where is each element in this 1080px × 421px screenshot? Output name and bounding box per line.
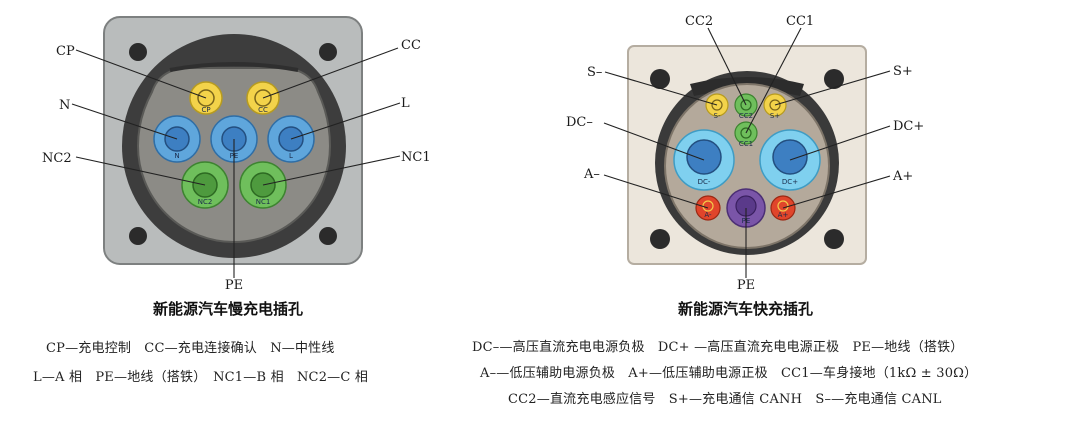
slow-pin-l-text: L <box>289 152 293 160</box>
fast-pin-a-minus-text: A- <box>704 211 712 219</box>
fast-mounting-hole-br <box>824 229 844 249</box>
fast-label-s-minus: S– <box>587 65 602 80</box>
fast-mounting-hole-bl <box>650 229 670 249</box>
fast-pin-s-minus-text: S- <box>714 112 721 120</box>
fast-pin-s-plus-text: S+ <box>770 112 780 120</box>
fast-pin-a-plus-text: A+ <box>778 211 789 219</box>
fast-socket-title: 新能源汽车快充插孔 <box>678 300 814 318</box>
fast-label-pe: PE <box>737 278 755 293</box>
slow-label-cc: CC <box>401 38 421 53</box>
slow-charge-socket: CP CC N PE L NC2 NC1 <box>42 16 431 293</box>
slow-label-nc2: NC2 <box>42 151 72 166</box>
fast-label-a-plus: A+ <box>892 169 913 184</box>
fast-label-cc1: CC1 <box>786 14 814 29</box>
slow-label-l: L <box>401 96 410 111</box>
slow-mounting-hole-bl <box>129 227 147 245</box>
slow-label-cp: CP <box>56 44 75 59</box>
slow-pin-nc2-text: NC2 <box>198 198 213 206</box>
fast-charge-socket: S- CC2 S+ CC1 DC- DC+ <box>566 14 924 293</box>
fast-mounting-hole-tl <box>650 69 670 89</box>
slow-mounting-hole-br <box>319 227 337 245</box>
fast-mounting-hole-tr <box>824 69 844 89</box>
fast-leader-lines <box>603 27 891 278</box>
fast-label-s-plus: S+ <box>893 64 913 79</box>
slow-pin-cp-text: CP <box>201 106 210 114</box>
fast-pin-dc-plus-text: DC+ <box>782 178 798 186</box>
fast-legend-line-3: CC2—直流充电感应信号 S+—充电通信 CANH S–—充电通信 CANL <box>508 392 942 407</box>
slow-legend-line-2: L—A 相 PE—地线（搭铁） NC1—B 相 NC2—C 相 <box>33 370 369 385</box>
slow-legend-line-1: CP—充电控制 CC—充电连接确认 N—中性线 <box>46 341 335 356</box>
fast-label-cc2: CC2 <box>685 14 713 29</box>
fast-pin-cc2-text: CC2 <box>739 112 753 120</box>
fast-label-a-minus: A– <box>583 167 600 182</box>
slow-pin-cc-text: CC <box>258 106 268 114</box>
slow-mounting-hole-tl <box>129 43 147 61</box>
fast-legend-line-2: A–—低压辅助电源负极 A+—低压辅助电源正极 CC1—车身接地（1kΩ ± 3… <box>480 366 978 381</box>
fast-legend-line-1: DC–—高压直流充电电源负极 DC+ —高压直流充电电源正极 PE—地线（搭铁） <box>472 340 964 355</box>
fast-pin-dc-minus-text: DC- <box>698 178 711 186</box>
slow-socket-title: 新能源汽车慢充电插孔 <box>153 300 304 318</box>
fast-pin-cc1-text: CC1 <box>739 140 753 148</box>
slow-label-n: N <box>59 98 70 113</box>
slow-label-nc1: NC1 <box>401 150 431 165</box>
slow-socket-key <box>169 62 299 72</box>
fast-label-dc-minus: DC– <box>566 115 593 130</box>
slow-leader-lines <box>71 47 401 278</box>
slow-label-pe: PE <box>225 278 243 293</box>
fast-label-dc-plus: DC+ <box>893 119 924 134</box>
slow-pin-nc1-text: NC1 <box>256 198 271 206</box>
slow-pin-n-text: N <box>174 152 179 160</box>
slow-mounting-hole-tr <box>319 43 337 61</box>
